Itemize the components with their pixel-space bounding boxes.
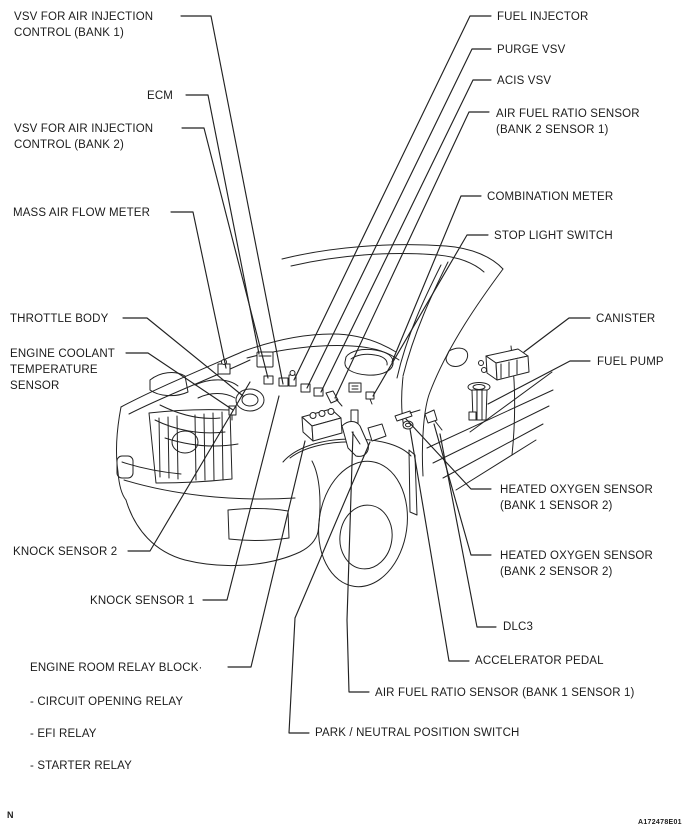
vsv-bank2-part (263, 375, 274, 385)
label-air-fuel-ratio-sensor-b2s1: AIR FUEL RATIO SENSOR (BANK 2 SENSOR 1) (496, 108, 640, 136)
leader-ecm (185, 94, 260, 355)
label-park-neutral-position-switch: PARK / NEUTRAL POSITION SWITCH (315, 727, 520, 739)
label-engine-coolant-temp-sensor: ENGINE COOLANT TEMPERATURE SENSOR (10, 348, 115, 392)
label-ecm: ECM (147, 90, 174, 102)
label-heated-oxygen-sensor-b1s2: HEATED OXYGEN SENSOR (BANK 1 SENSOR 2) (500, 484, 653, 512)
leader-throttle-body (122, 317, 244, 397)
leader-fuel-injector (293, 15, 492, 381)
leader-knock-sensor-2 (127, 381, 251, 552)
label-throttle-body: THROTTLE BODY (10, 313, 109, 325)
leader-vsv-bank1 (180, 15, 284, 385)
leader-engine-room-relay-block (227, 440, 306, 668)
stop-light-switch-part (365, 391, 375, 405)
leader-acis-vsv (320, 79, 492, 393)
heated-oxygen-sensor-b2s2-part (424, 409, 443, 431)
fuel-pump-part (467, 382, 491, 421)
leader-air-fuel-ratio-sensor-b2s1 (334, 111, 490, 399)
pedal-sensor-cap-part (402, 420, 414, 430)
heated-oxygen-sensor-b1s2-part (394, 409, 421, 422)
purge-vsv-part (300, 383, 311, 393)
leader-lines (122, 15, 591, 734)
label-heated-oxygen-sensor-b2s2: HEATED OXYGEN SENSOR (BANK 2 SENSOR 2) (500, 550, 653, 578)
combination-meter-shape (344, 348, 394, 376)
dlc3-connector-part (348, 382, 362, 393)
leader-accelerator-pedal (409, 428, 470, 662)
accelerator-pedal-part (341, 421, 369, 457)
leader-stop-light-switch (372, 234, 489, 397)
fuel-injector-part (288, 370, 297, 387)
label-purge-vsv: PURGE VSV (497, 44, 566, 56)
canister-part (478, 348, 530, 381)
fog-light-opening (227, 508, 290, 541)
leader-fuel-pump (487, 360, 591, 405)
air-fuel-sensor-b2s1-part (325, 390, 343, 407)
label-engine-room-relay-block: ENGINE ROOM RELAY BLOCK· (30, 662, 203, 674)
label-vsv-bank2: VSV FOR AIR INJECTION CONTROL (BANK 2) (14, 123, 154, 151)
engine-room-relay-block-part (301, 408, 343, 442)
label-air-fuel-ratio-sensor-b1s1: AIR FUEL RATIO SENSOR (BANK 1 SENSOR 1) (375, 687, 635, 699)
leader-mass-air-flow-meter (170, 211, 227, 369)
label-starter-relay: - STARTER RELAY (30, 760, 132, 772)
label-stop-light-switch: STOP LIGHT SWITCH (494, 230, 613, 242)
leader-combination-meter (391, 195, 482, 363)
leader-park-neutral-position-switch (288, 441, 371, 734)
park-neutral-switch-part (367, 423, 387, 442)
label-fuel-pump: FUEL PUMP (597, 356, 664, 368)
leader-ect-sensor (125, 352, 234, 411)
vehicle-outline (116, 244, 554, 588)
vsv-bank1-part (278, 377, 289, 387)
leader-heated-oxygen-sensor-b1s2 (405, 418, 492, 490)
engine-components (217, 348, 530, 457)
label-circuit-opening-relay: - CIRCUIT OPENING RELAY (30, 696, 184, 708)
leader-knock-sensor-1 (202, 395, 280, 601)
label-canister: CANISTER (596, 313, 656, 325)
label-vsv-bank1: VSV FOR AIR INJECTION CONTROL (BANK 1) (14, 11, 154, 39)
leader-canister (523, 317, 591, 353)
page-corner-mark: N (7, 810, 14, 820)
label-dlc3: DLC3 (503, 621, 534, 633)
headlight (116, 455, 134, 479)
label-acis-vsv: ACIS VSV (497, 75, 552, 87)
leader-vsv-bank2 (181, 127, 269, 379)
label-knock-sensor-1: KNOCK SENSOR 1 (90, 595, 195, 607)
acis-vsv-part (313, 387, 324, 397)
figure-code: A172478E01 (638, 819, 682, 826)
label-efi-relay: - EFI RELAY (30, 728, 97, 740)
label-combination-meter: COMBINATION METER (487, 191, 614, 203)
label-accelerator-pedal: ACCELERATOR PEDAL (475, 655, 604, 667)
leader-dlc3 (439, 433, 497, 628)
label-knock-sensor-2: KNOCK SENSOR 2 (13, 546, 118, 558)
brand-badge (171, 430, 199, 454)
leader-purge-vsv (306, 48, 492, 389)
side-mirror (445, 347, 469, 367)
leader-air-fuel-ratio-sensor-b1s1 (346, 431, 370, 693)
label-fuel-injector: FUEL INJECTOR (497, 11, 589, 23)
label-mass-air-flow-meter: MASS AIR FLOW METER (13, 207, 151, 219)
